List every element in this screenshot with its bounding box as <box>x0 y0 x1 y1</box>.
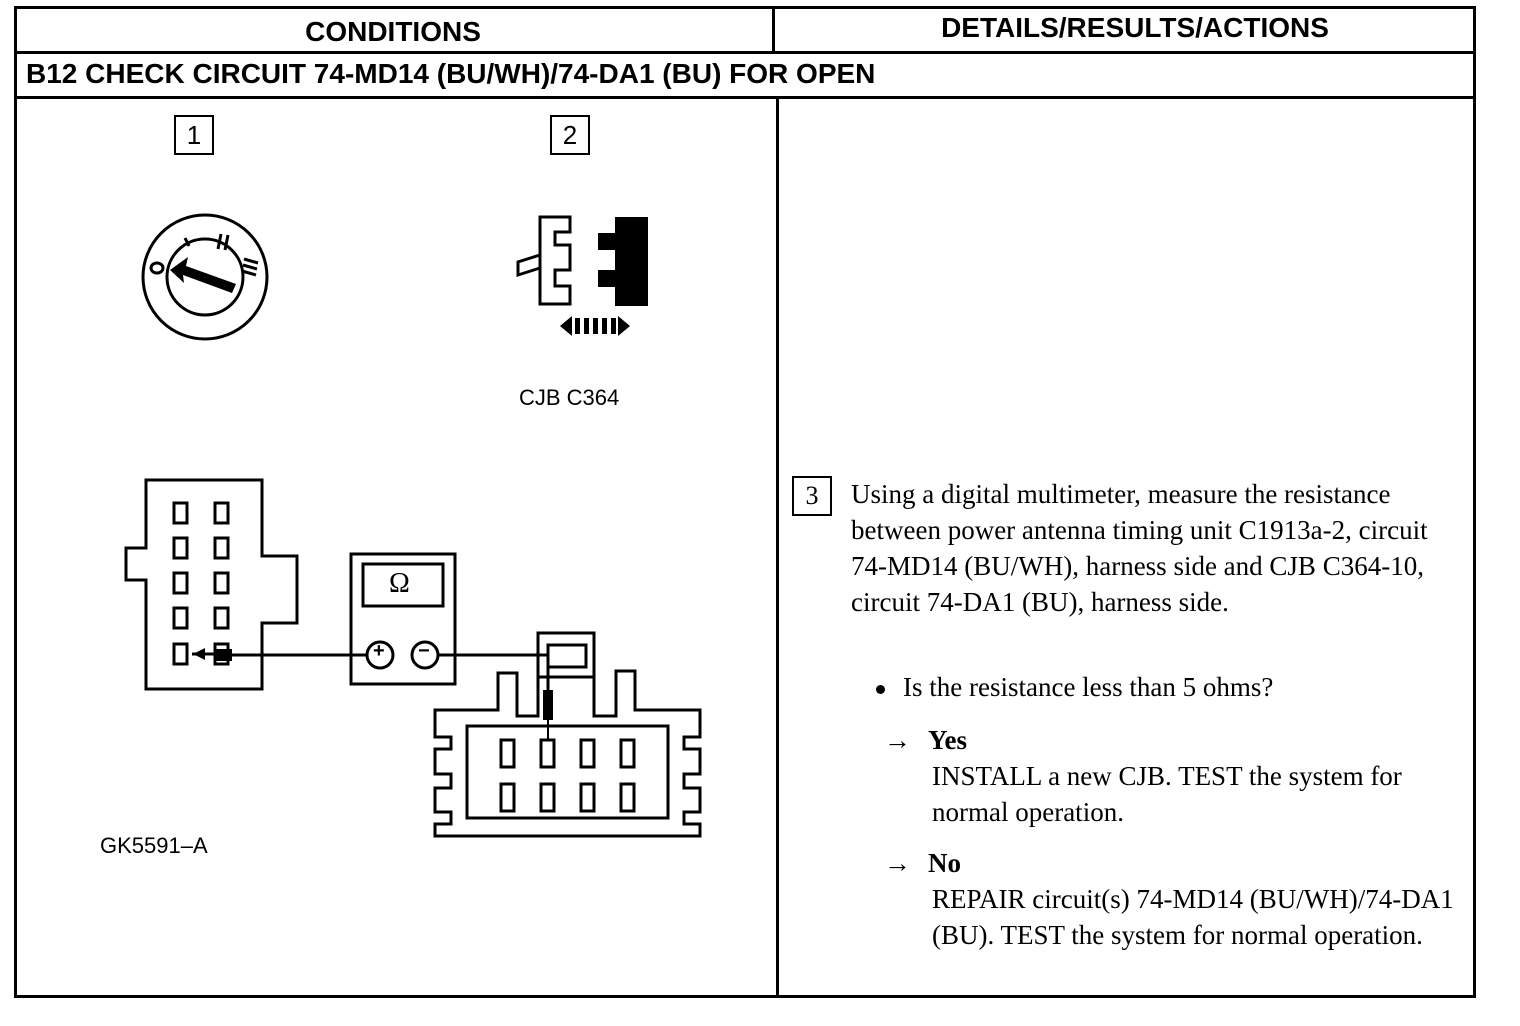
result-no-label: No <box>928 848 961 878</box>
disconnect-connector-icon <box>516 215 648 336</box>
header-divider <box>14 51 1476 54</box>
step-2-box: 2 <box>550 115 590 155</box>
minus-sign: − <box>418 640 430 662</box>
result-no-text: REPAIR circuit(s) 74-MD14 (BU/WH)/74-DA1… <box>932 884 1454 950</box>
details-header: DETAILS/RESULTS/ACTIONS <box>941 12 1329 43</box>
header-column-divider <box>772 6 775 54</box>
ignition-switch-icon <box>141 213 269 341</box>
bullet-icon <box>876 685 885 695</box>
ohm-symbol: Ω <box>389 568 410 599</box>
table-frame <box>14 6 1476 998</box>
plus-sign: + <box>373 640 385 662</box>
result-no: → No REPAIR circuit(s) 74-MD14 (BU/WH)/74… <box>884 845 1469 953</box>
antenna-connector-icon <box>124 478 299 691</box>
figure-id: GK5591–A <box>100 833 208 858</box>
body-column-divider <box>776 98 779 998</box>
result-yes: → Yes INSTALL a new CJB. TEST the system … <box>884 722 1444 830</box>
conditions-header: CONDITIONS <box>305 16 481 47</box>
step-3-instruction: Using a digital multimeter, measure the … <box>851 479 1428 617</box>
cjb-connector-icon <box>433 631 702 838</box>
result-yes-label: Yes <box>928 725 967 755</box>
question: Is the resistance less than 5 ohms? <box>876 672 1273 703</box>
connector-label: CJB C364 <box>519 385 620 410</box>
step-title: B12 CHECK CIRCUIT 74-MD14 (BU/WH)/74-DA1… <box>26 58 876 89</box>
step-3-box: 3 <box>792 476 832 516</box>
question-text: Is the resistance less than 5 ohms? <box>903 672 1274 702</box>
title-divider <box>14 96 1476 99</box>
arrow-icon: → <box>884 848 911 878</box>
ignition-off-mark <box>149 261 165 275</box>
arrow-icon: → <box>884 725 911 755</box>
result-yes-text: INSTALL a new CJB. TEST the system for n… <box>932 761 1402 827</box>
step-1-box: 1 <box>174 115 214 155</box>
